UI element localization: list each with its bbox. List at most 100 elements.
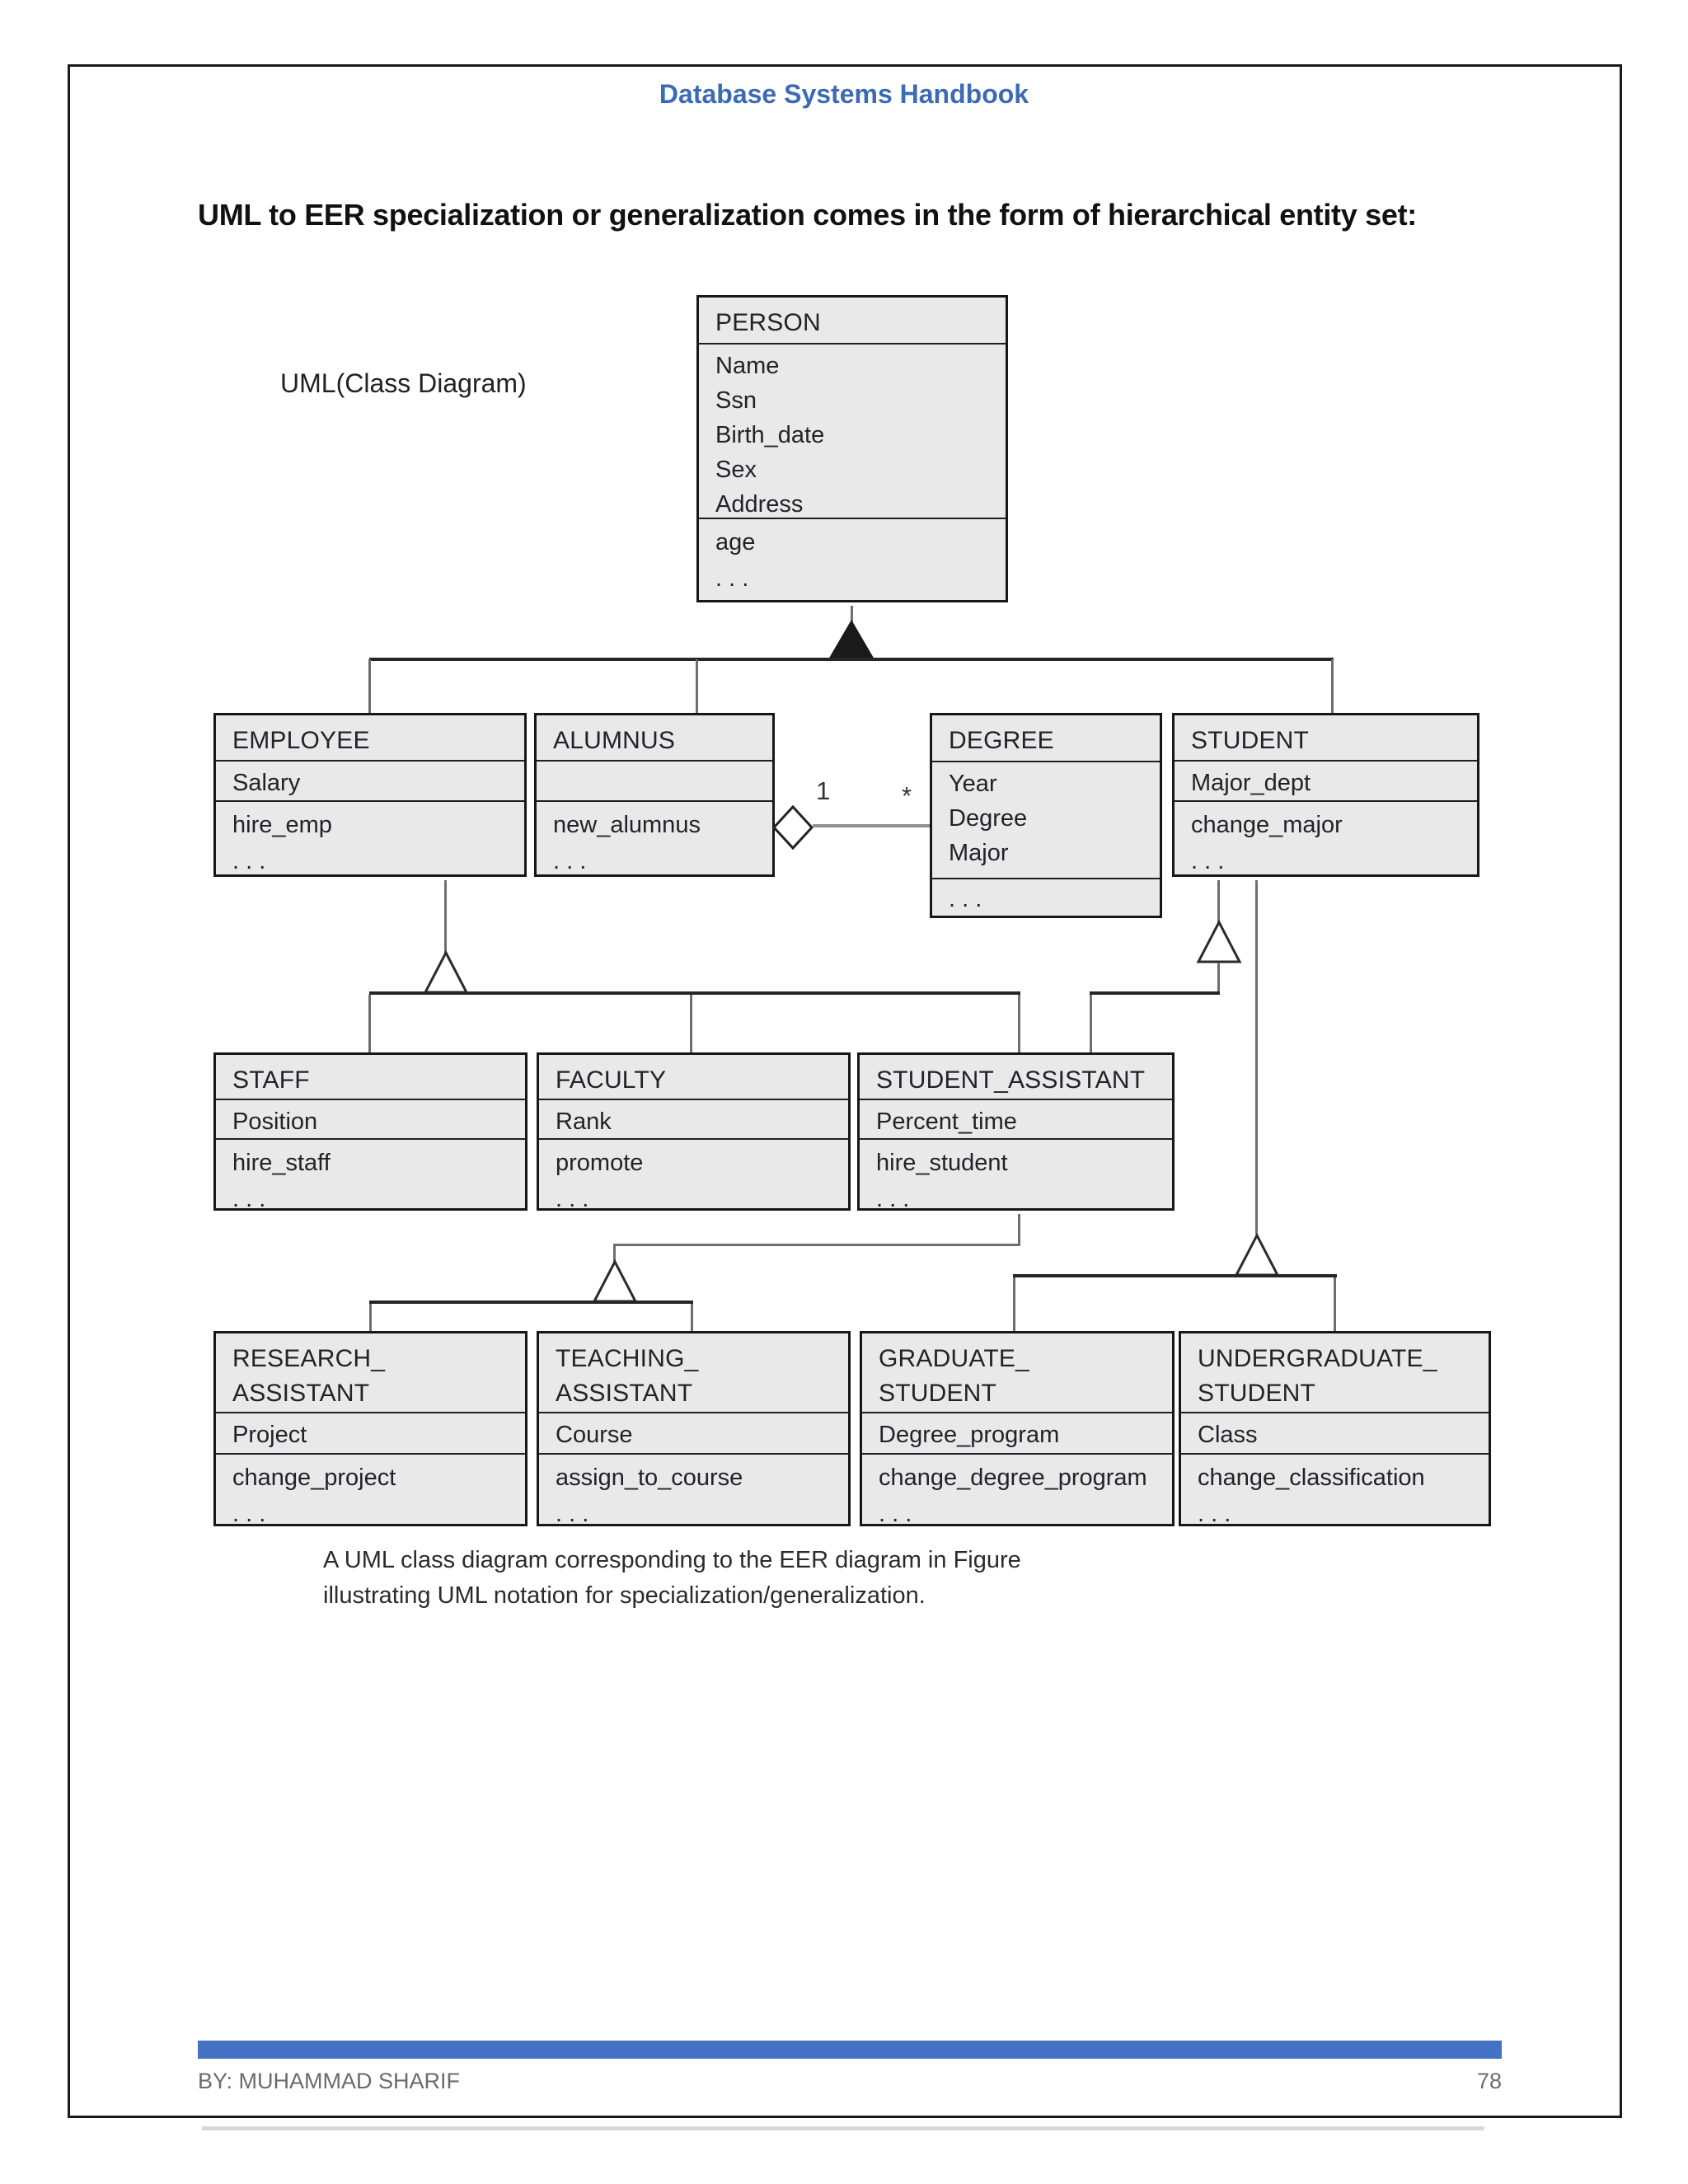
connector-line <box>690 995 692 1052</box>
class-box-graduate-student: GRADUATE_ STUDENT Degree_program change_… <box>860 1331 1175 1527</box>
class-attribute: Course <box>556 1422 633 1448</box>
class-operations: hire_staff . . . <box>216 1138 525 1212</box>
class-attribute: Salary <box>232 770 301 796</box>
connector-line <box>1090 995 1092 1052</box>
class-operation: change_classification <box>1198 1465 1425 1491</box>
class-operations: change_major . . . <box>1175 800 1477 874</box>
class-operation: . . . <box>556 1501 589 1527</box>
class-operations: change_classification . . . <box>1181 1453 1489 1527</box>
class-attributes: Class <box>1181 1412 1489 1453</box>
class-attribute: Project <box>232 1422 307 1448</box>
open-triangle-generalization-icon <box>1196 920 1242 963</box>
connector-line <box>369 1301 693 1304</box>
figure-caption: A UML class diagram corresponding to the… <box>323 1547 1021 1609</box>
connector-line <box>368 995 371 1052</box>
class-operation: . . . <box>715 565 749 592</box>
class-title: GRADUATE_ STUDENT <box>879 1345 1029 1407</box>
class-operations: change_project . . . <box>216 1453 525 1527</box>
class-operation: age <box>715 529 756 555</box>
connector-line <box>1013 1277 1015 1331</box>
class-box-person: PERSON Name Ssn Birth_date Sex Address a… <box>696 295 1008 602</box>
class-operation: . . . <box>876 1186 910 1212</box>
class-title: ALUMNUS <box>553 727 676 754</box>
class-operations: age . . . <box>699 518 1006 600</box>
filled-triangle-generalization-icon <box>828 620 874 659</box>
class-attributes <box>537 760 772 800</box>
open-triangle-generalization-icon <box>592 1259 638 1303</box>
class-operation: change_degree_program <box>879 1465 1147 1491</box>
connector-line <box>1331 659 1334 713</box>
class-attribute: Percent_time <box>876 1108 1017 1135</box>
connector-line <box>691 1304 693 1331</box>
class-operation: new_alumnus <box>553 812 701 838</box>
footer-author: BY: MUHAMMAD SHARIF <box>198 2069 461 2093</box>
class-title: TEACHING_ ASSISTANT <box>556 1345 699 1407</box>
class-operation: change_major <box>1191 812 1343 838</box>
footer-accent-bar <box>198 2041 1502 2059</box>
connector-line <box>851 606 853 624</box>
class-operations: change_degree_program . . . <box>862 1453 1172 1527</box>
aggregation-diamond-icon <box>771 804 814 851</box>
connector-line <box>444 880 447 953</box>
connector-line <box>1018 995 1020 1052</box>
class-operation: . . . <box>553 848 587 874</box>
class-attribute: Ssn <box>715 387 757 414</box>
class-attributes: Name Ssn Birth_date Sex Address <box>699 343 1006 518</box>
connector-line <box>1217 880 1220 923</box>
class-attribute: Rank <box>556 1108 612 1135</box>
class-operation: . . . <box>232 1186 266 1212</box>
multiplicity-many-label: * <box>902 781 912 810</box>
class-title: FACULTY <box>556 1066 667 1094</box>
class-attribute: Class <box>1198 1422 1258 1448</box>
class-attribute: Major <box>949 840 1009 866</box>
class-box-teaching-assistant: TEACHING_ ASSISTANT Course assign_to_cou… <box>537 1331 851 1527</box>
class-attributes: Project <box>216 1412 525 1453</box>
multiplicity-one-label: 1 <box>816 776 831 805</box>
class-attribute: Sex <box>715 457 757 483</box>
class-attribute: Year <box>949 771 997 797</box>
class-box-employee: EMPLOYEE Salary hire_emp . . . <box>213 713 527 877</box>
class-box-research-assistant: RESEARCH_ ASSISTANT Project change_proje… <box>213 1331 528 1527</box>
class-operation: . . . <box>949 886 982 912</box>
connector-line <box>369 991 1020 995</box>
class-title: STAFF <box>232 1066 310 1094</box>
class-operation: . . . <box>232 1501 266 1527</box>
class-title: UNDERGRADUATE_ STUDENT <box>1198 1345 1437 1407</box>
connector-line <box>696 659 698 713</box>
class-attributes: Major_dept <box>1175 760 1477 800</box>
diagram-label: UML(Class Diagram) <box>280 368 527 398</box>
class-operations: hire_student . . . <box>860 1138 1172 1212</box>
class-operation: hire_student <box>876 1150 1008 1176</box>
class-title: RESEARCH_ ASSISTANT <box>232 1345 386 1407</box>
class-attribute: Degree_program <box>879 1422 1060 1448</box>
connector-line <box>369 1304 372 1331</box>
class-box-student: STUDENT Major_dept change_major . . . <box>1172 713 1479 877</box>
class-title: PERSON <box>715 309 821 336</box>
class-box-undergraduate-student: UNDERGRADUATE_ STUDENT Class change_clas… <box>1179 1331 1491 1527</box>
class-operation: hire_staff <box>232 1150 331 1176</box>
class-operation: . . . <box>879 1501 912 1527</box>
class-operations: assign_to_course . . . <box>539 1453 848 1527</box>
class-box-faculty: FACULTY Rank promote . . . <box>537 1052 851 1212</box>
open-triangle-generalization-icon <box>1234 1233 1280 1277</box>
footer-page-number: 78 <box>1476 2069 1502 2093</box>
open-triangle-generalization-icon <box>423 950 469 994</box>
connector-line <box>1013 1274 1337 1277</box>
class-title: STUDENT_ASSISTANT <box>876 1066 1146 1094</box>
class-operation: . . . <box>1198 1501 1231 1527</box>
class-title: EMPLOYEE <box>232 727 370 754</box>
class-attributes: Salary <box>216 760 524 800</box>
header-title: Database Systems Handbook <box>659 79 1029 109</box>
class-attributes: Percent_time <box>860 1099 1172 1138</box>
class-operation: . . . <box>232 848 266 874</box>
class-operation: . . . <box>1191 848 1225 874</box>
page-border-shadow <box>202 2126 1484 2130</box>
connector-line <box>368 659 371 713</box>
connector-line <box>1090 991 1220 995</box>
class-attributes: Position <box>216 1099 525 1138</box>
class-attribute: Name <box>715 353 780 379</box>
class-operations: new_alumnus . . . <box>537 800 772 874</box>
class-title: DEGREE <box>949 727 1054 754</box>
connector-line <box>369 658 1334 661</box>
